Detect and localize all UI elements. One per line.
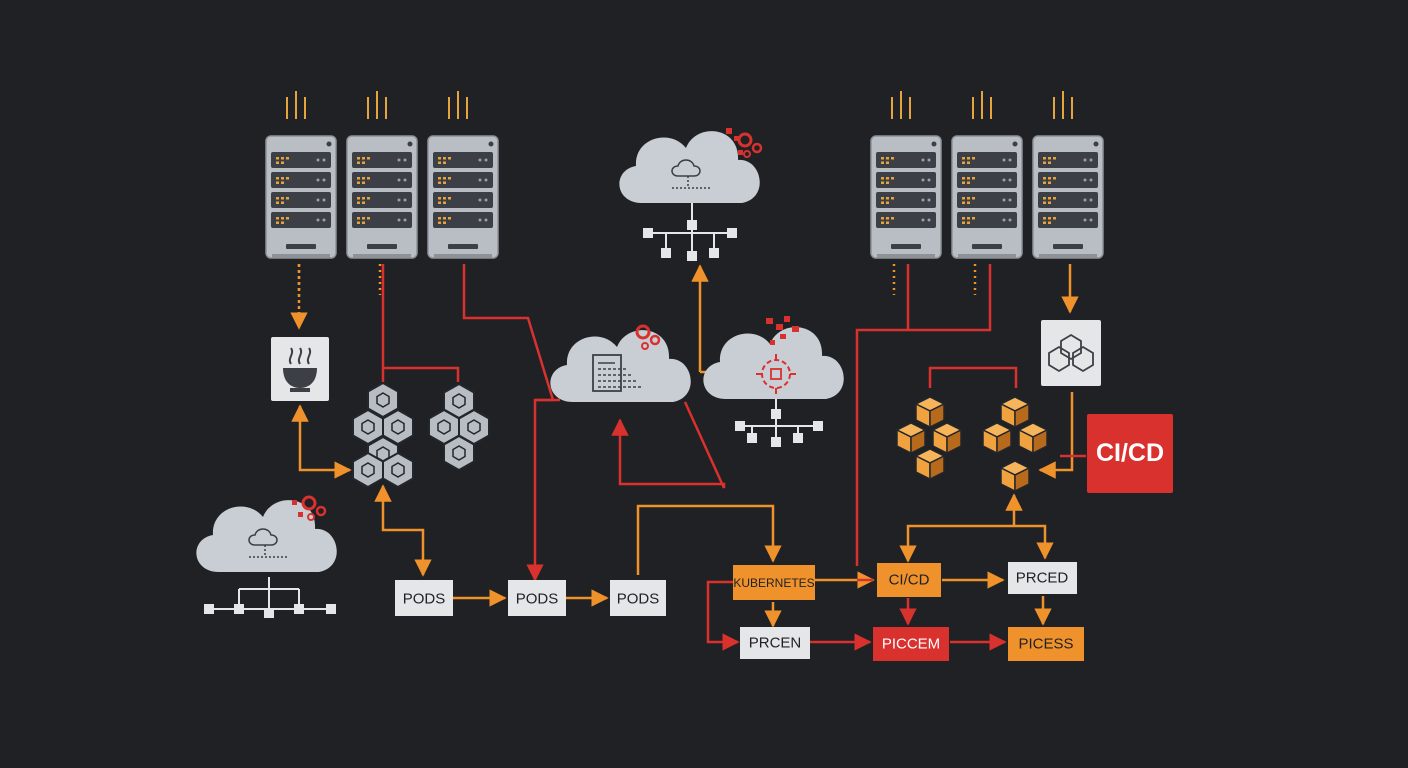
cube-icon (982, 422, 1012, 454)
cicd-small-label: CI/CD (889, 572, 930, 589)
cube-icon (1000, 460, 1030, 492)
cube-icon (915, 448, 945, 480)
cube-icon (932, 422, 962, 454)
kubernetes-box: KUBERNETES (733, 565, 815, 600)
cloud-document-icon (550, 330, 691, 402)
server-rack-icon (951, 90, 1023, 259)
picess-box: PICESS (1008, 627, 1084, 661)
prcen-label: PRCEN (749, 635, 802, 652)
pods-box: PODS (610, 580, 666, 616)
server-rack-icon (265, 90, 337, 259)
pods-label: PODS (617, 591, 660, 608)
prcen-box: PRCEN (740, 627, 810, 659)
cube-cluster (896, 396, 962, 480)
pods-box: PODS (508, 580, 566, 616)
cloud-network-icon (619, 131, 760, 261)
cloud-target-icon (703, 327, 844, 447)
cicd-small-box: CI/CD (877, 563, 941, 597)
hexagon-cluster (352, 382, 414, 488)
cube-icon (1000, 396, 1030, 428)
pixel-decoration (726, 128, 743, 155)
kubernetes-label: KUBERNETES (733, 576, 814, 590)
cicd-big-box: CI/CD (1087, 414, 1173, 493)
hexagon-icon (443, 435, 475, 471)
pods-label: PODS (516, 591, 559, 608)
cube-cluster (982, 396, 1048, 492)
prced-box: PRCED (1008, 562, 1077, 594)
prced-label: PRCED (1016, 570, 1069, 587)
pixel-decoration (292, 500, 303, 517)
bowl-icon (271, 337, 329, 401)
hexagon-icon (352, 452, 384, 488)
connectors (290, 264, 1086, 651)
picess-label: PICESS (1018, 636, 1073, 653)
server-rack-icon (427, 90, 499, 259)
server-rack-icon (346, 90, 418, 259)
piccem-box: PICCEM (873, 627, 949, 661)
pods-box: PODS (395, 580, 453, 616)
cloud-network-icon (196, 500, 337, 618)
hexagon-icon (382, 452, 414, 488)
server-rack-icon (1032, 90, 1104, 259)
piccem-label: PICCEM (882, 636, 940, 653)
cube-icon (915, 396, 945, 428)
pixel-decoration (766, 316, 799, 345)
hexagon-cluster (428, 383, 490, 471)
pods-label: PODS (403, 591, 446, 608)
cicd-big-label: CI/CD (1096, 439, 1164, 467)
server-rack-icon (870, 90, 942, 259)
module-icon (1041, 320, 1101, 386)
cube-icon (896, 422, 926, 454)
cube-icon (1018, 422, 1048, 454)
